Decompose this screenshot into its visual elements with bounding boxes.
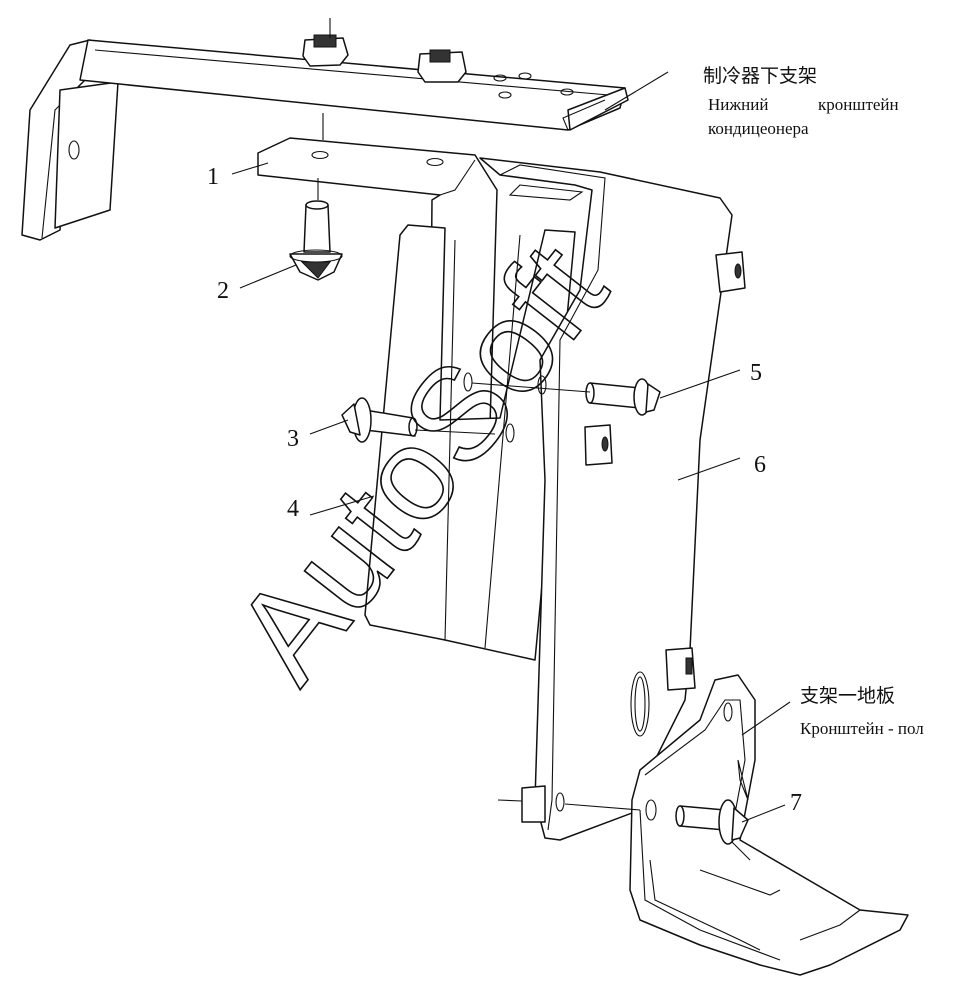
part-6-main-plate — [479, 157, 746, 841]
callout-5: 5 — [750, 360, 762, 386]
callout-2: 2 — [217, 278, 229, 304]
part-4-plate — [364, 224, 576, 661]
callout-4: 4 — [287, 496, 299, 522]
top-bracket-label-cn: 制冷器下支架 — [703, 65, 817, 87]
callout-7: 7 — [790, 790, 802, 816]
floor-bracket-label-ru: Кронштейн - пол — [800, 719, 924, 738]
top-bracket-label: 制冷器下支架 Нижний кронштейн кондицеонера — [703, 65, 899, 138]
floor-bracket-label-cn: 支架一地板 — [800, 685, 895, 707]
callout-1: 1 — [207, 164, 219, 190]
ac-lower-bracket — [21, 18, 629, 241]
part-2-bushing — [289, 200, 343, 281]
floor-bracket-label: 支架一地板 Кронштейн - пол — [800, 685, 924, 738]
callout-6: 6 — [754, 452, 766, 478]
callout-numbers: 1 2 3 4 5 6 7 — [207, 164, 802, 816]
top-bracket-label-ru-line2: кондицеонера — [708, 119, 809, 138]
top-bracket-label-ru-word2: кронштейн — [818, 95, 899, 114]
leader-lines — [231, 71, 791, 823]
part-5-pin — [471, 378, 661, 416]
top-bracket-label-ru-word1: Нижний — [708, 95, 768, 114]
part-7-pin — [497, 799, 749, 845]
callout-3: 3 — [287, 426, 299, 452]
part-3-pin — [341, 397, 496, 443]
floor-bracket — [629, 674, 909, 976]
